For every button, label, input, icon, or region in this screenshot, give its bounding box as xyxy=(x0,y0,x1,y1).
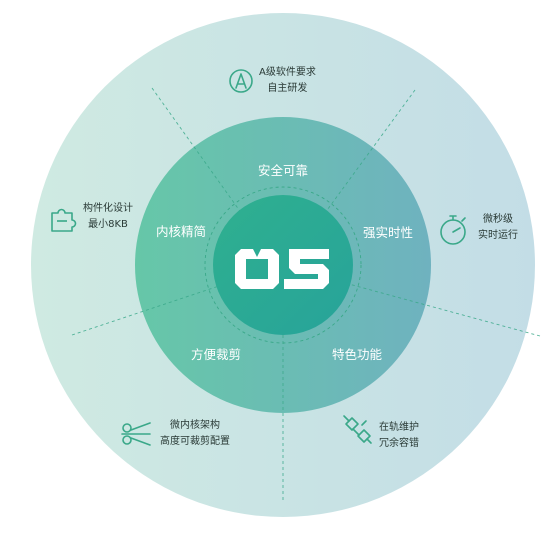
inner-label-left: 内核精简 xyxy=(155,223,207,239)
inner-label-top: 安全可靠 xyxy=(257,162,309,178)
inner-label-bottom-left: 方便裁剪 xyxy=(190,346,242,362)
satellite-icon xyxy=(343,415,372,444)
logo-letter-s xyxy=(284,249,329,289)
logo-letter-o xyxy=(235,249,279,289)
outer-left-line2: 最小8KB xyxy=(88,219,128,230)
puzzle-icon xyxy=(51,208,77,232)
scissors-icon xyxy=(121,422,151,446)
outer-right-line1: 微秒级 xyxy=(483,214,513,225)
outer-top-line1: A级软件要求 xyxy=(259,67,316,78)
outer-label-top: A级软件要求 自主研发 xyxy=(259,65,316,97)
os-logo xyxy=(235,249,329,289)
a-badge-icon xyxy=(229,69,253,93)
core-circle xyxy=(213,195,353,335)
inner-label-bottom-right: 特色功能 xyxy=(331,346,383,362)
stopwatch-icon xyxy=(440,215,466,245)
outer-right-line2: 实时运行 xyxy=(478,230,518,241)
outer-bottom-left-line1: 微内核架构 xyxy=(170,420,220,431)
divider-left xyxy=(71,273,256,336)
outer-label-left: 构件化设计 最小8KB xyxy=(83,201,133,233)
dashed-core-halo xyxy=(204,186,362,344)
outer-bottom-left-line2: 高度可裁剪配置 xyxy=(160,436,230,447)
outer-label-bottom-left: 微内核架构 高度可裁剪配置 xyxy=(160,418,230,450)
outer-label-bottom-right: 在轨维护 冗余容错 xyxy=(379,420,419,452)
outer-bottom-right-line1: 在轨维护 xyxy=(379,422,419,433)
outer-bottom-right-line2: 冗余容错 xyxy=(379,438,419,449)
outer-label-right: 微秒级 实时运行 xyxy=(478,212,518,244)
outer-top-line2: 自主研发 xyxy=(267,83,308,94)
inner-label-right: 强实时性 xyxy=(362,224,414,240)
outer-left-line1: 构件化设计 xyxy=(83,203,133,214)
